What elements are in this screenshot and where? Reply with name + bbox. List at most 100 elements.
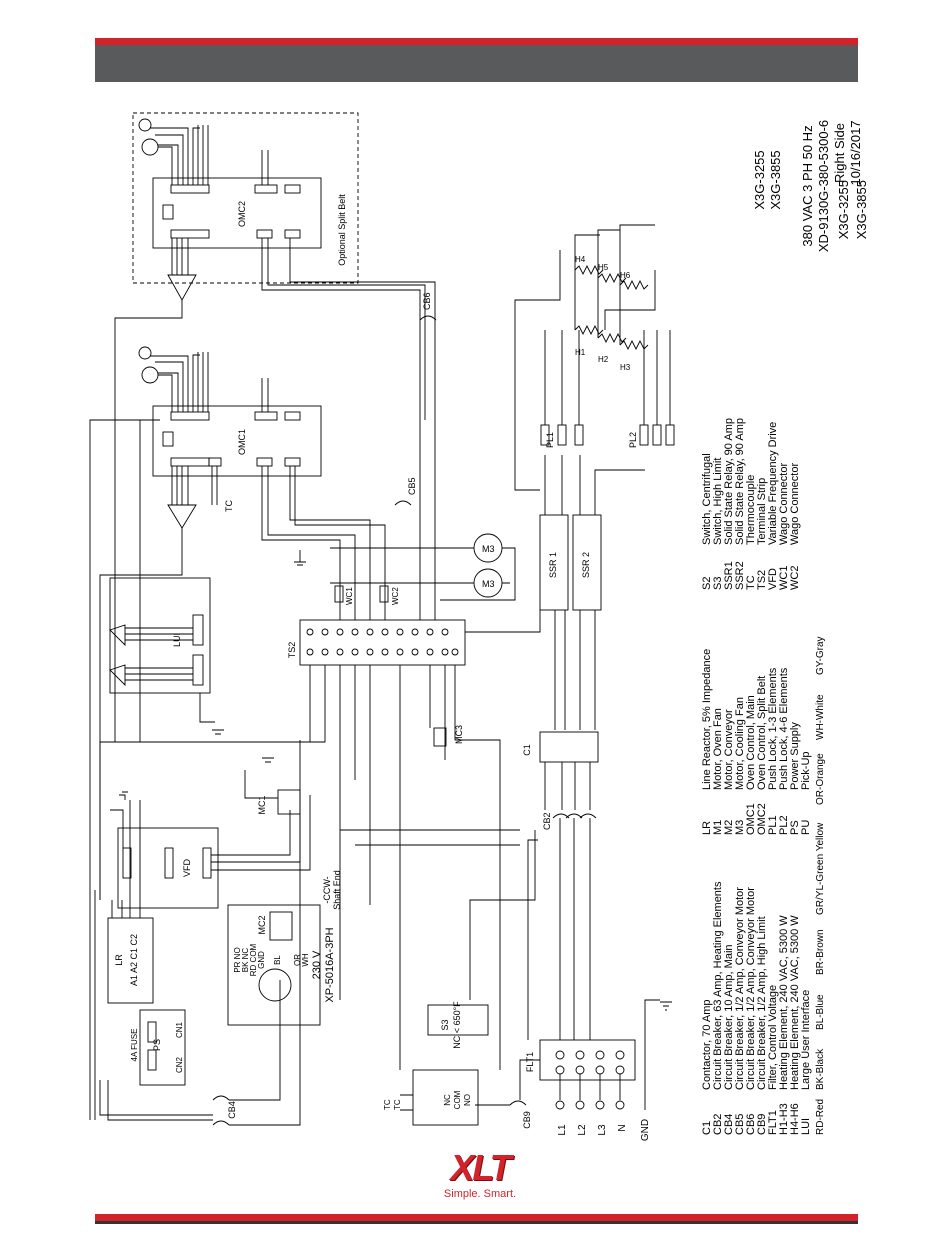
svg-text:WC1: WC1: [778, 566, 790, 590]
svg-text:Push Lock, 1-3 Elements: Push Lock, 1-3 Elements: [767, 667, 779, 790]
lui-harness-1: [109, 624, 126, 647]
m1-motor-block: [227, 904, 321, 1026]
svg-text:CB6: CB6: [745, 1114, 757, 1135]
svg-text:CB9: CB9: [756, 1114, 768, 1135]
cb6-breaker: [419, 315, 437, 321]
m1-motor: [258, 968, 292, 1002]
svg-text:OMC2: OMC2: [756, 803, 768, 835]
logo-mark: XLT: [450, 1147, 511, 1188]
svg-text:CB6: CB6: [422, 292, 432, 310]
supply-l3: L3: [597, 1124, 608, 1136]
svg-text:Heating Element, 240 VAC, 5300: Heating Element, 240 VAC, 5300 W: [789, 915, 801, 1090]
svg-text:Switch, High Limit: Switch, High Limit: [712, 458, 724, 545]
svg-text:BR-Brown: BR-Brown: [815, 929, 826, 975]
supply-inputs: [555, 1100, 625, 1110]
svg-text:C1: C1: [522, 744, 532, 756]
m2-motor: [141, 366, 159, 384]
svg-text:Motor, Conveyor: Motor, Conveyor: [723, 709, 735, 790]
svg-text:BL-Blue: BL-Blue: [815, 994, 826, 1030]
title-power: 380 VAC 3 PH 50 Hz: [800, 125, 815, 246]
s3-terminal-block: [412, 1069, 479, 1126]
svg-text:SSR1: SSR1: [723, 561, 735, 590]
ts2-terminal-strip: [299, 619, 466, 666]
svg-text:H4: H4: [575, 255, 586, 264]
m1-voltage: 230 V: [311, 950, 323, 979]
svg-text:PS: PS: [152, 1039, 162, 1051]
svg-text:CB5: CB5: [407, 477, 417, 495]
pl2-push-lock: [639, 424, 675, 446]
svg-text:CB2: CB2: [542, 812, 552, 830]
cb2-breaker: [552, 813, 597, 819]
xlt-logo: XLT Simple. Smart.: [425, 1147, 535, 1201]
supply-l2: L2: [577, 1124, 588, 1136]
svg-text:SSR 1: SSR 1: [548, 552, 558, 578]
svg-text:CN2: CN2: [175, 1056, 184, 1073]
svg-text:Heating Element, 240 VAC, 5300: Heating Element, 240 VAC, 5300 W: [778, 915, 790, 1090]
svg-text:FLT1: FLT1: [767, 1110, 779, 1135]
heating-elements: [574, 264, 649, 351]
svg-text:PS: PS: [789, 820, 801, 835]
element-h3: [619, 339, 649, 351]
svg-text:CB4: CB4: [227, 1101, 237, 1119]
svg-text:Shaft End: Shaft End: [332, 870, 342, 910]
svg-text:Thermocouple: Thermocouple: [745, 475, 757, 545]
svg-text:Solid State Relay, 90 Amp: Solid State Relay, 90 Amp: [734, 418, 746, 545]
mc1-connector: [277, 789, 301, 815]
svg-text:Line Reactor, 5% Impedance: Line Reactor, 5% Impedance: [701, 649, 713, 790]
svg-text:VFD: VFD: [182, 858, 192, 877]
svg-text:H6: H6: [620, 271, 631, 280]
svg-text:Push Lock, 4-6 Elements: Push Lock, 4-6 Elements: [778, 667, 790, 790]
svg-text:MC1: MC1: [257, 795, 267, 814]
m1-model: XP-5016A-3PH: [324, 927, 336, 1002]
svg-text:Large User Interface: Large User Interface: [800, 990, 812, 1090]
model-2: X3G-3855: [854, 180, 869, 239]
svg-text:Circuit Breaker, 1/2 Amp, Conv: Circuit Breaker, 1/2 Amp, Conveyor Motor: [734, 887, 746, 1090]
svg-text:S2: S2: [701, 577, 713, 590]
svg-text:H2: H2: [598, 355, 609, 364]
svg-text:Oven Control, Split Belt: Oven Control, Split Belt: [756, 676, 768, 790]
title-model-1: X3G-3255: [752, 150, 767, 209]
svg-text:CB5: CB5: [734, 1114, 746, 1135]
cb5-breaker: [394, 500, 412, 506]
svg-text:TS2: TS2: [756, 570, 768, 590]
svg-text:Filter, Control Voltage: Filter, Control Voltage: [767, 985, 779, 1090]
svg-text:GR/YL-Green Yellow: GR/YL-Green Yellow: [815, 822, 826, 915]
svg-text:TS2: TS2: [287, 642, 297, 659]
svg-text:PL2: PL2: [628, 432, 638, 448]
footer-bar: [95, 1214, 858, 1224]
svg-text:LR: LR: [701, 821, 713, 835]
element-h5: [597, 272, 627, 284]
ssr2: [572, 514, 602, 611]
pu-sensor: [138, 346, 152, 360]
omc2-connectors: [162, 184, 301, 239]
svg-text:WC2: WC2: [789, 566, 801, 590]
svg-text:TC: TC: [383, 1099, 392, 1110]
svg-text:NC: NC: [443, 1094, 452, 1106]
svg-text:Wago Connector: Wago Connector: [778, 463, 790, 545]
omc1-label: OMC1: [237, 429, 247, 455]
cb9-breaker: [509, 1100, 527, 1106]
svg-text:PU: PU: [800, 820, 812, 835]
svg-text:TC: TC: [393, 1099, 402, 1110]
supply-gnd: GND: [640, 1119, 651, 1141]
svg-text:LR: LR: [114, 954, 124, 966]
svg-text:RD COM: RD COM: [249, 943, 258, 976]
c1-contactor: [539, 731, 599, 763]
svg-text:Terminal Strip: Terminal Strip: [756, 478, 768, 545]
supply-l1: L1: [557, 1124, 568, 1136]
title-date: 10/16/2017: [848, 120, 863, 185]
svg-text:H4-H6: H4-H6: [789, 1103, 801, 1135]
harness-omc1: [167, 504, 197, 529]
pu-split: [138, 118, 152, 132]
harness-split: [167, 274, 197, 301]
svg-text:CB9: CB9: [522, 1111, 532, 1129]
mc3-connector: [433, 727, 447, 747]
logo-tagline: Simple. Smart.: [443, 1188, 517, 1200]
svg-text:4A FUSE: 4A FUSE: [130, 1029, 139, 1062]
svg-text:WC1: WC1: [345, 587, 354, 605]
svg-text:TC: TC: [745, 575, 757, 590]
title-side: Right Side: [832, 123, 847, 183]
svg-text:S3: S3: [440, 1019, 450, 1030]
